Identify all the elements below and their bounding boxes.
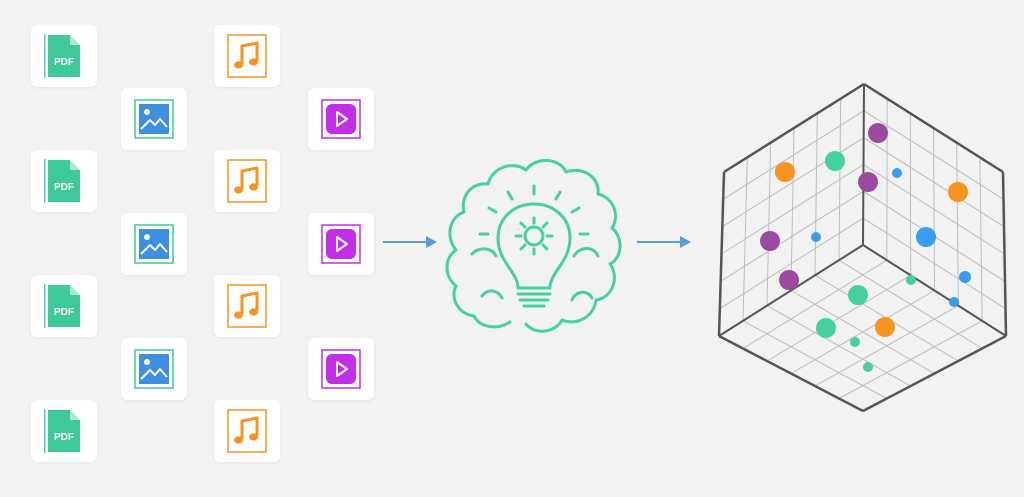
image-icon xyxy=(134,224,174,264)
image-icon xyxy=(134,349,174,389)
vector-point xyxy=(916,227,936,247)
vector-point xyxy=(816,318,836,338)
grid-line xyxy=(838,320,983,399)
music-note-icon xyxy=(227,409,267,453)
vector-point xyxy=(863,362,873,372)
vector-point xyxy=(959,271,971,283)
music-note-icon xyxy=(227,34,267,78)
svg-text:PDF: PDF xyxy=(54,182,74,193)
music-note-icon xyxy=(227,159,267,203)
pdf-file-icon: PDF xyxy=(44,284,80,328)
vector-point xyxy=(811,232,821,242)
pdf-file-tile: PDF xyxy=(31,150,97,212)
cube-edge xyxy=(717,171,726,337)
pdf-file-tile: PDF xyxy=(31,275,97,337)
image-file-tile xyxy=(121,213,187,275)
video-file-tile xyxy=(308,338,374,400)
grid-line xyxy=(720,190,864,282)
svg-text:PDF: PDF xyxy=(54,57,74,68)
cube-edge xyxy=(718,334,864,413)
image-icon xyxy=(134,99,174,139)
vector-point xyxy=(875,317,895,337)
svg-text:PDF: PDF xyxy=(54,432,74,443)
vector-point xyxy=(948,182,968,202)
vector-cube-icon xyxy=(717,82,1008,413)
vector-point xyxy=(775,162,795,182)
arrow-right-icon xyxy=(637,236,691,248)
vector-point xyxy=(949,297,959,307)
music-note-icon xyxy=(227,284,267,328)
play-icon xyxy=(321,224,361,264)
vector-point xyxy=(779,270,799,290)
music-file-tile xyxy=(214,400,280,462)
music-file-tile xyxy=(214,275,280,337)
arrow-right-icon xyxy=(383,236,437,248)
image-file-tile xyxy=(121,88,187,150)
vector-point xyxy=(760,231,780,251)
pdf-file-icon: PDF xyxy=(44,34,80,78)
pdf-file-tile: PDF xyxy=(31,400,97,462)
cube-edge xyxy=(862,334,1007,413)
video-file-tile xyxy=(308,213,374,275)
music-file-tile xyxy=(214,150,280,212)
vector-point xyxy=(892,168,902,178)
vector-point xyxy=(825,151,845,171)
cube-edge xyxy=(863,82,1004,174)
play-icon xyxy=(321,99,361,139)
cube-edge xyxy=(862,244,1007,337)
grid-line xyxy=(862,217,1006,310)
vector-point xyxy=(858,172,878,192)
music-file-tile xyxy=(214,25,280,87)
pdf-file-icon: PDF xyxy=(44,409,80,453)
grid-line xyxy=(719,217,864,310)
pdf-file-tile: PDF xyxy=(31,25,97,87)
cube-edge xyxy=(723,82,865,174)
pdf-file-icon: PDF xyxy=(44,159,80,203)
vector-point xyxy=(868,123,888,143)
video-file-tile xyxy=(308,88,374,150)
image-file-tile xyxy=(121,338,187,400)
vector-point xyxy=(850,337,860,347)
brain-lightbulb-gear-icon xyxy=(445,159,622,333)
vector-point xyxy=(906,275,916,285)
cube-edge xyxy=(718,244,864,337)
cube-edge xyxy=(862,83,865,246)
cube-edge xyxy=(1001,171,1008,337)
play-icon xyxy=(321,349,361,389)
svg-text:PDF: PDF xyxy=(54,307,74,318)
vector-point xyxy=(848,285,868,305)
